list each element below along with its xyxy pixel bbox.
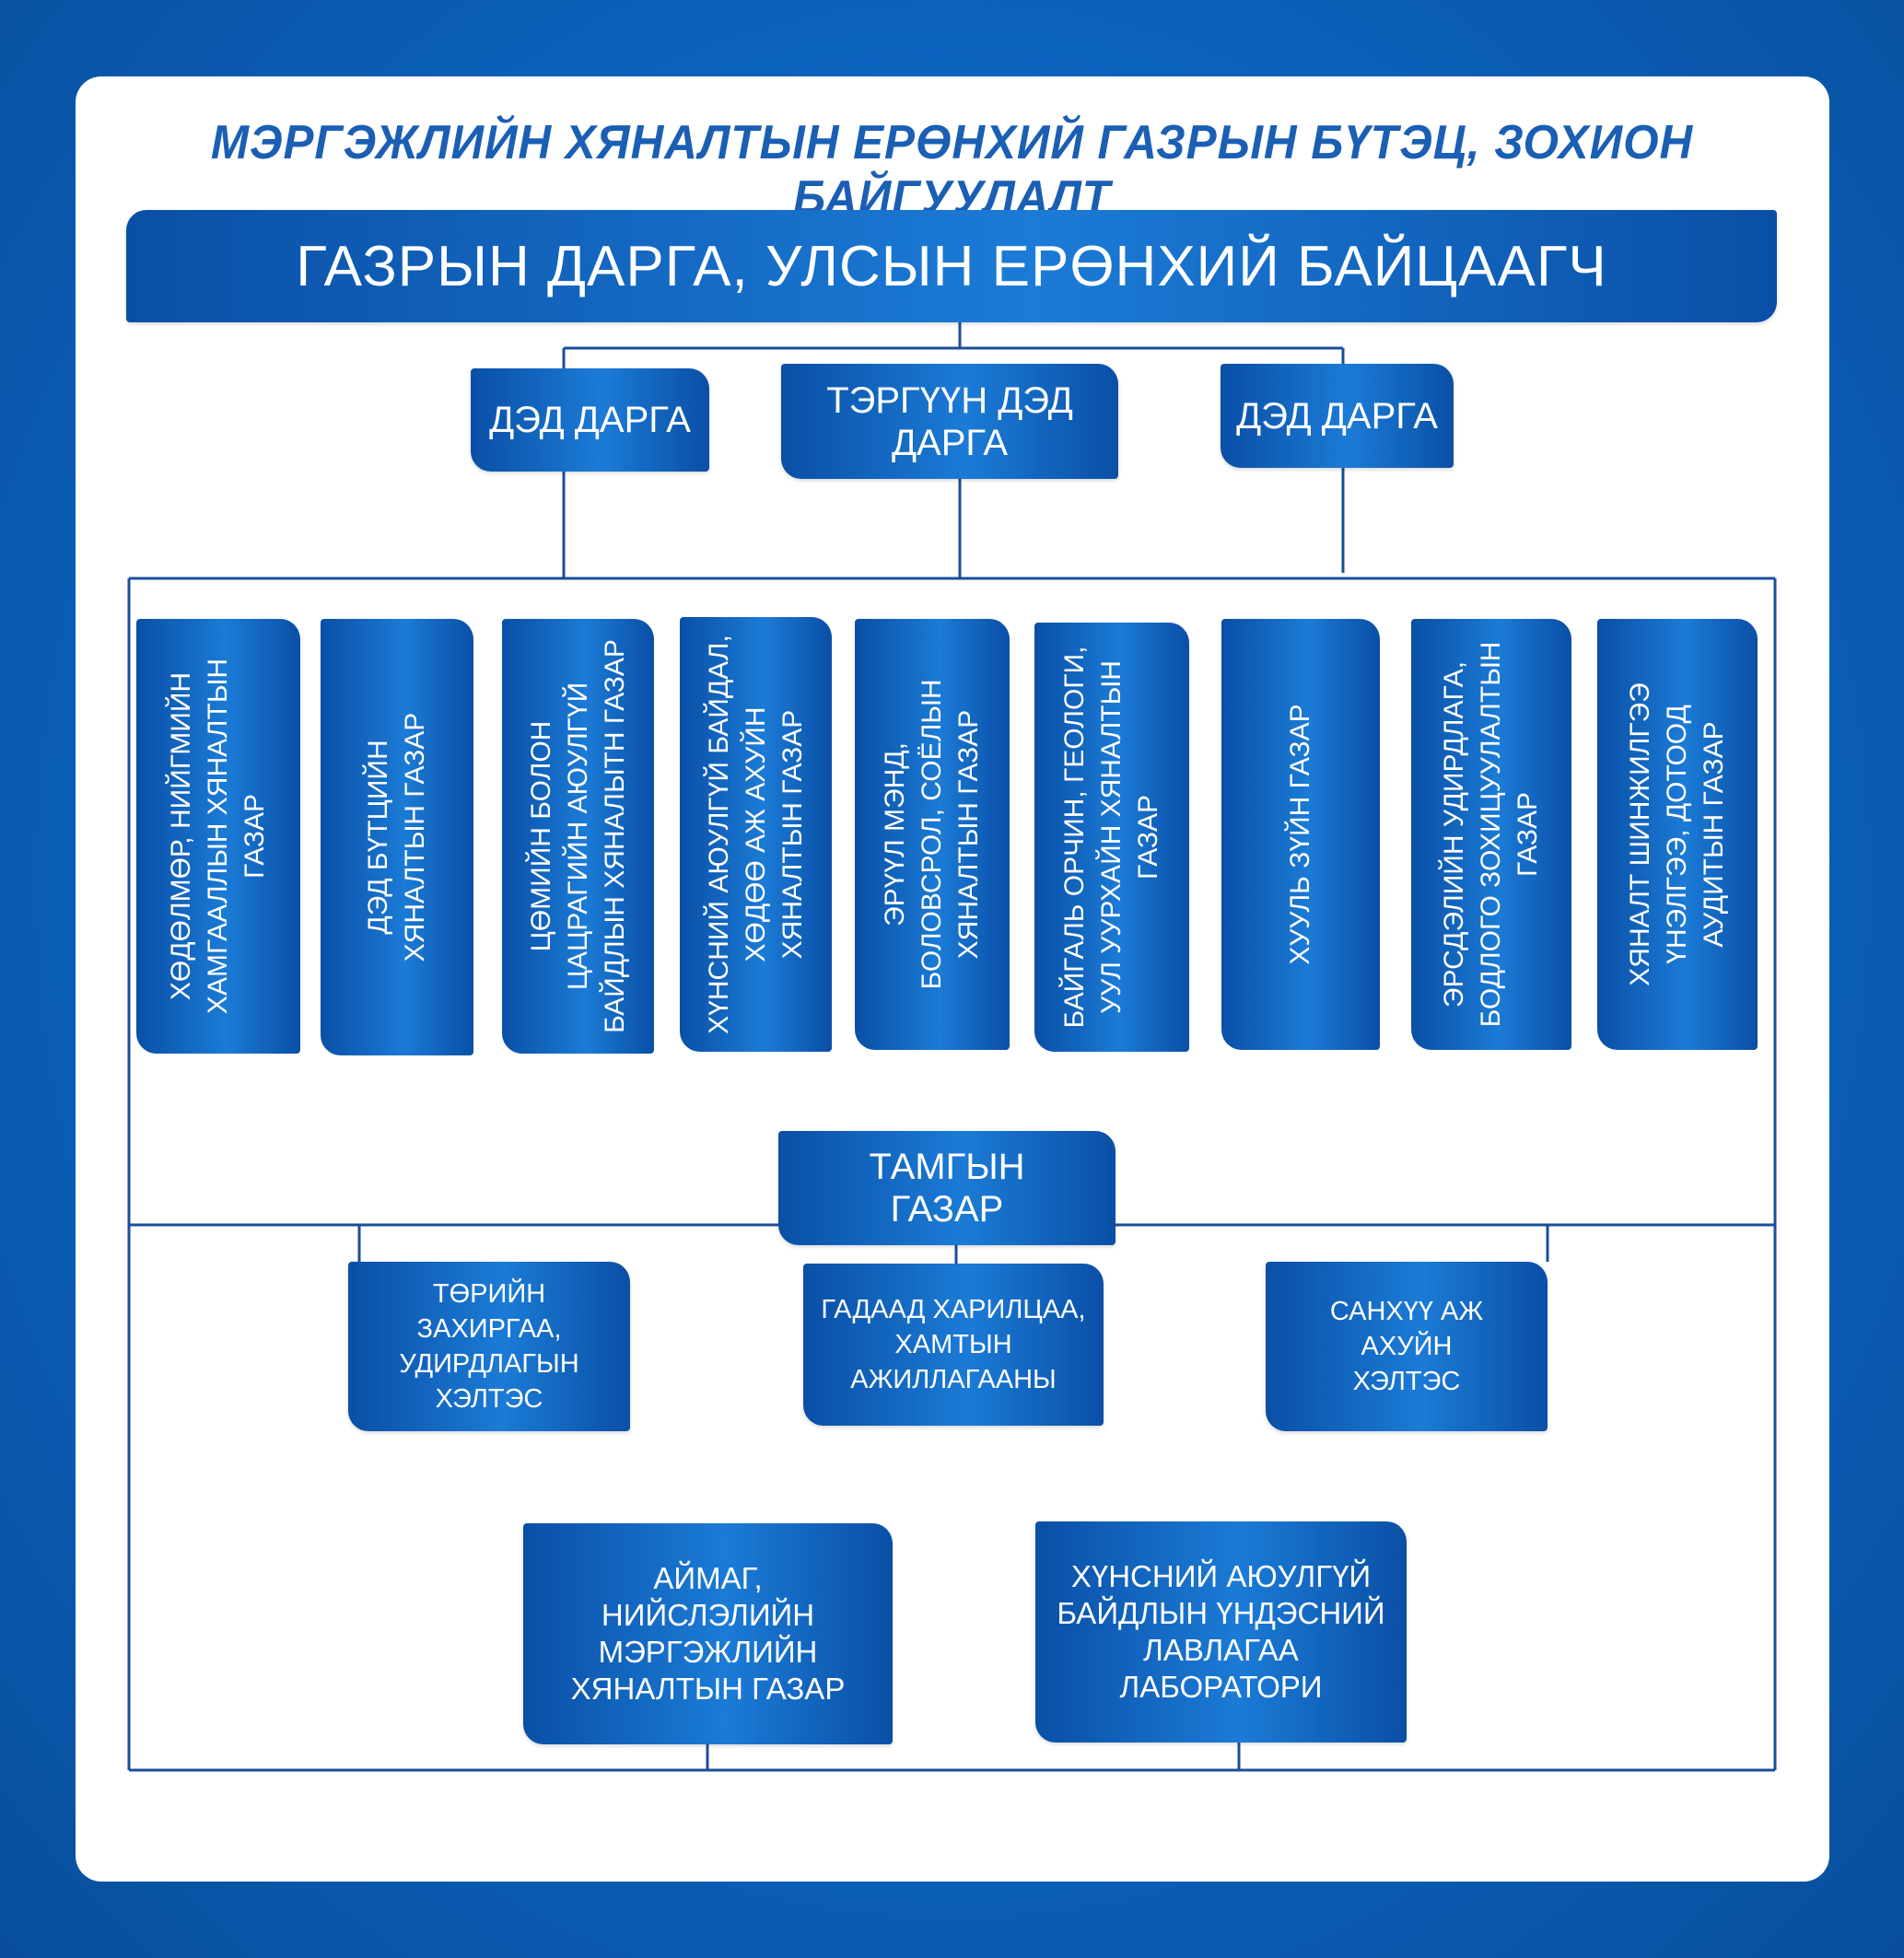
department-box: ХӨДӨЛМӨР, НИЙГМИЙН ХАМГААЛЛЫН ХЯНАЛТЫН Г…	[136, 619, 300, 1054]
sub-unit-box: ГАДААД ХАРИЛЦАА, ХАМТЫН АЖИЛЛАГААНЫ	[803, 1264, 1104, 1426]
department-label: БАЙГАЛЬ ОРЧИН, ГЕОЛОГИ, УУЛ УУРХАЙН ХЯНА…	[1059, 646, 1163, 1029]
department-box: ЭРҮҮЛ МЭНД, БОЛОВСРОЛ, СОЁЛЫН ХЯНАЛТЫН Г…	[855, 619, 1010, 1050]
department-label: ХЯНАЛТ ШИНЖИЛГЭЭ ҮНЭЛГЭЭ, ДОТООД АУДИТЫН…	[1625, 682, 1729, 986]
chart-title: МЭРГЭЖЛИЙН ХЯНАЛТЫН ЕРӨНХИЙ ГАЗРЫН БҮТЭЦ…	[210, 116, 1694, 225]
department-box: ЭРСДЭЛИЙН УДИРДЛАГА, БОДЛОГО ЗОХИЦУУЛАЛТ…	[1411, 619, 1571, 1050]
department-label: ЭРҮҮЛ МЭНД, БОЛОВСРОЛ, СОЁЛЫН ХЯНАЛТЫН Г…	[880, 679, 984, 990]
deputy-left-box: ДЭД ДАРГА	[471, 368, 709, 472]
department-label: ЭРСДЭЛИЙН УДИРДЛАГА, БОДЛОГО ЗОХИЦУУЛАЛТ…	[1439, 641, 1543, 1028]
department-box: БАЙГАЛЬ ОРЧИН, ГЕОЛОГИ, УУЛ УУРХАЙН ХЯНА…	[1034, 623, 1189, 1052]
department-label: ДЭД БҮТЦИЙН ХЯНАЛТЫН ГАЗАР	[363, 712, 430, 962]
first-deputy-box: ТЭРГҮҮН ДЭД ДАРГА	[781, 364, 1118, 479]
department-label: ХҮНСНИЙ АЮУЛГҮЙ БАЙДАЛ, ХӨДӨӨ АЖ АХУЙН Х…	[703, 635, 808, 1034]
department-box: ЦӨМИЙН БОЛОН ЦАЦРАГИЙН АЮУЛГҮЙ БАЙДЛЫН Х…	[502, 619, 654, 1054]
lower-unit-box: АЙМАГ, НИЙСЛЭЛИЙН МЭРГЭЖЛИЙН ХЯНАЛТЫН ГА…	[523, 1523, 893, 1744]
department-box: ХҮНСНИЙ АЮУЛГҮЙ БАЙДАЛ, ХӨДӨӨ АЖ АХУЙН Х…	[680, 617, 832, 1052]
department-box: ХЯНАЛТ ШИНЖИЛГЭЭ ҮНЭЛГЭЭ, ДОТООД АУДИТЫН…	[1597, 619, 1758, 1050]
head-box: ГАЗРЫН ДАРГА, УЛСЫН ЕРӨНХИЙ БАЙЦААГЧ	[126, 210, 1777, 322]
department-label: ЦӨМИЙН БОЛОН ЦАЦРАГИЙН АЮУЛГҮЙ БАЙДЛЫН Х…	[525, 639, 630, 1033]
deputy-right-box: ДЭД ДАРГА	[1221, 364, 1454, 468]
lower-unit-box: ХҮНСНИЙ АЮУЛГҮЙ БАЙДЛЫН ҮНДЭСНИЙ ЛАВЛАГА…	[1035, 1521, 1407, 1742]
sub-unit-box: ТӨРИЙН ЗАХИРГАА, УДИРДЛАГЫН ХЭЛТЭС	[348, 1262, 630, 1431]
department-label: ХУУЛЬ ЗҮЙН ГАЗАР	[1285, 704, 1315, 965]
department-label: ХӨДӨЛМӨР, НИЙГМИЙН ХАМГААЛЛЫН ХЯНАЛТЫН Г…	[166, 658, 270, 1015]
sub-unit-box: САНХҮҮ АЖ АХУЙН ХЭЛТЭС	[1266, 1262, 1548, 1431]
secretariat-box: ТАМГЫН ГАЗАР	[778, 1131, 1116, 1245]
department-box: ХУУЛЬ ЗҮЙН ГАЗАР	[1221, 619, 1380, 1050]
department-box: ДЭД БҮТЦИЙН ХЯНАЛТЫН ГАЗАР	[321, 619, 473, 1055]
